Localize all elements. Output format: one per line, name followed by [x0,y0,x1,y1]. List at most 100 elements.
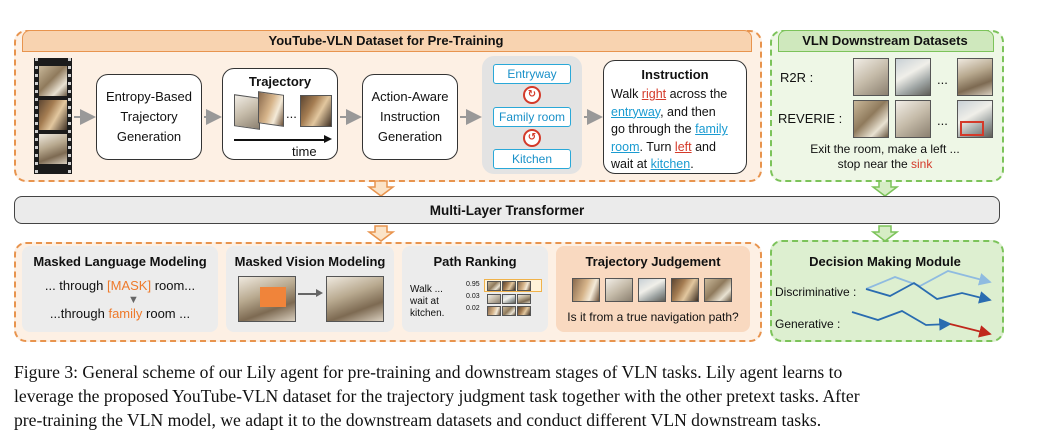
discriminative-paths [865,270,992,304]
gen-path-blue [851,310,952,331]
instruction-title: Instruction [641,67,709,82]
generative-path [851,310,992,338]
mvm-arrow [298,293,318,295]
pr-path-2-img-2 [502,294,516,304]
video-filmstrip [34,58,72,174]
path-ranking-title: Path Ranking [433,254,517,269]
transformer-bar: Multi-Layer Transformer [14,196,1000,224]
instruction-right: right [641,87,667,101]
trajectory-judgement-title: Trajectory Judgement [585,254,721,269]
pr-path-1-img-1 [487,281,501,291]
instruction-room: room [611,139,640,154]
caption-line-3: pre-training the VLN model, we adapt it … [14,410,822,430]
caption-line-2: leverage the proposed YouTube-VLN datase… [14,386,860,406]
pretraining-title: YouTube-VLN Dataset for Pre-Training [268,33,504,48]
mlm-down-arrow: ▼ [128,294,139,306]
decision-title: Decision Making Module [809,254,961,269]
pr-path-2-img-3 [517,294,531,304]
instruction-and-then: , and then [660,104,716,119]
location-family-room: Family room [493,107,571,127]
time-label: time [292,144,317,159]
instruction-left: left [674,139,692,154]
filmstrip-right-holes [68,58,71,174]
pr-score-3: 0.02 [466,305,480,312]
instruction-line-4: room. Turn left and [611,139,743,157]
mlm-mask-token: [MASK] [107,278,152,293]
mlm-box [22,246,218,332]
reverie-target-box [960,121,984,136]
pr-score-2: 0.03 [466,293,480,300]
downstream-sink: sink [911,157,933,171]
reverie-dots: ... [937,113,948,128]
mlm-predicted-line: ...through family room ... [22,306,218,321]
down-arrow-pretrain-to-transformer [366,180,396,197]
action-aware-line-2: Instruction [380,109,440,124]
figure-caption: Figure 3: General scheme of our Lily age… [14,360,1054,432]
transformer-label: Multi-Layer Transformer [429,202,585,218]
entropy-trajectory-box: Entropy-Based Trajectory Generation [96,74,202,160]
mlm-title: Masked Language Modeling [33,254,207,269]
r2r-label: R2R : [780,70,814,85]
entropy-line-3: Generation [116,129,182,144]
pr-path-3-img-1 [487,306,501,316]
downstream-example-line-2: stop near the sink [778,157,992,172]
downstream-stop-near: stop near the [837,157,912,171]
discriminative-label: Discriminative : [775,285,857,299]
mlm-l1-suffix: room... [151,278,196,293]
pretraining-tab [22,30,752,52]
pr-score-1: 0.95 [466,281,480,288]
mvm-arrowhead [316,289,323,297]
mlm-l2-suffix: room ... [142,306,191,321]
action-aware-box: Action-Aware Instruction Generation [362,74,458,160]
pr-path-1-img-2 [502,281,516,291]
pr-text-2: wait at [410,296,439,307]
pr-path-3-img-3 [517,306,531,316]
tj-image-4 [671,278,699,302]
instruction-walk: Walk [611,87,642,101]
mvm-reconstructed-image [326,276,384,322]
reverie-image-2 [895,100,931,138]
location-kitchen: Kitchen [493,149,571,169]
turn-left-icon: ↺ [523,129,541,147]
pr-text-1: Walk ... [410,284,443,295]
instruction-across: across the [666,87,728,101]
instruction-line-1: Walk right across the [611,86,743,104]
tj-question: Is it from a true navigation path? [567,310,739,324]
action-aware-line-1: Action-Aware [371,89,449,104]
time-axis-arrowhead [324,135,332,143]
mlm-l2-prefix: ...through [49,306,109,321]
mlm-l1-prefix: ... through [44,278,107,293]
pr-path-3-img-2 [502,306,516,316]
filmstrip-left-holes [35,58,38,174]
decision-panel [770,240,1004,342]
instruction-go-through: go through the [611,122,696,136]
reverie-label: REVERIE : [778,111,843,126]
trajectory-frame-3 [300,95,332,127]
down-arrow-transformer-to-tasks [366,225,396,242]
disc-path-main [865,281,992,304]
reverie-image-3 [957,100,993,138]
trajectory-title: Trajectory [248,74,312,89]
mlm-predicted-word: family [108,306,143,321]
turn-right-icon: ↻ [523,86,541,104]
pr-path-2-img-1 [487,294,501,304]
r2r-image-3 [957,58,993,96]
downstream-example: Exit the room, make a left ... stop near… [778,142,992,172]
instruction-line-3: go through the family [611,121,743,139]
downstream-example-line-1: Exit the room, make a left ... [810,142,960,156]
down-arrow-downstream-to-transformer [870,180,900,197]
mlm-masked-line: ... through [MASK] room... [22,278,218,293]
location-entryway: Entryway [493,64,571,84]
pr-path-1-img-3 [517,281,531,291]
mvm-title: Masked Vision Modeling [234,254,386,269]
instruction-period: . [690,157,694,171]
gen-path-red [949,323,992,338]
instruction-line-2: entryway, and then [611,104,743,122]
trajectory-dots: ... [286,106,297,121]
reverie-image-1 [853,100,889,138]
instruction-text: Walk right across the entryway, and then… [611,86,743,174]
action-aware-line-3: Generation [377,129,443,144]
caption-line-1: Figure 3: General scheme of our Lily age… [14,362,843,382]
tj-image-3 [638,278,666,302]
